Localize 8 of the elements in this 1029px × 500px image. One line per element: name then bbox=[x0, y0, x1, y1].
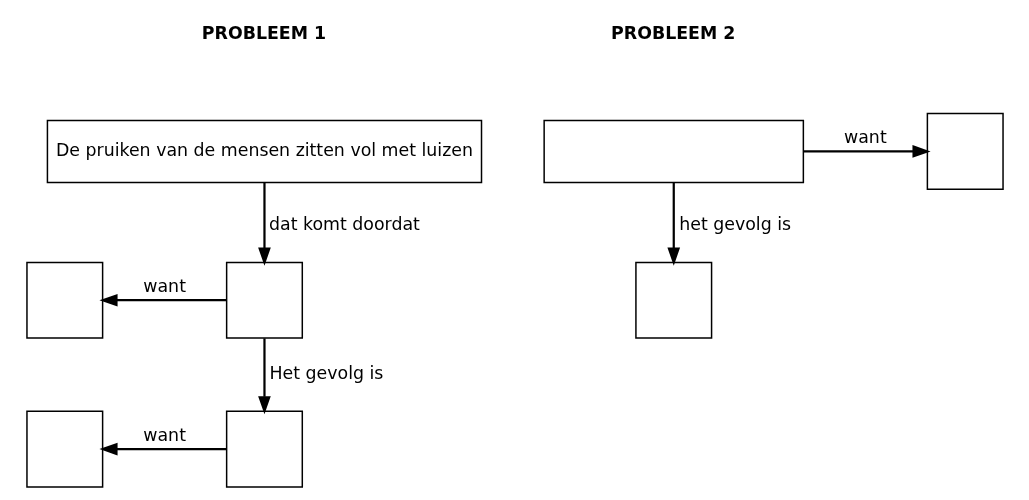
label: PROBLEEM 1 bbox=[201, 22, 326, 43]
edge-label: Het gevolg is bbox=[269, 363, 383, 384]
edge-label: want bbox=[843, 126, 887, 147]
edge-label: want bbox=[142, 424, 186, 445]
edge-label: want bbox=[142, 275, 186, 296]
edge-label: dat komt doordat bbox=[268, 214, 420, 235]
edge-label: het gevolg is bbox=[678, 214, 791, 235]
label: PROBLEEM 2 bbox=[610, 22, 735, 43]
